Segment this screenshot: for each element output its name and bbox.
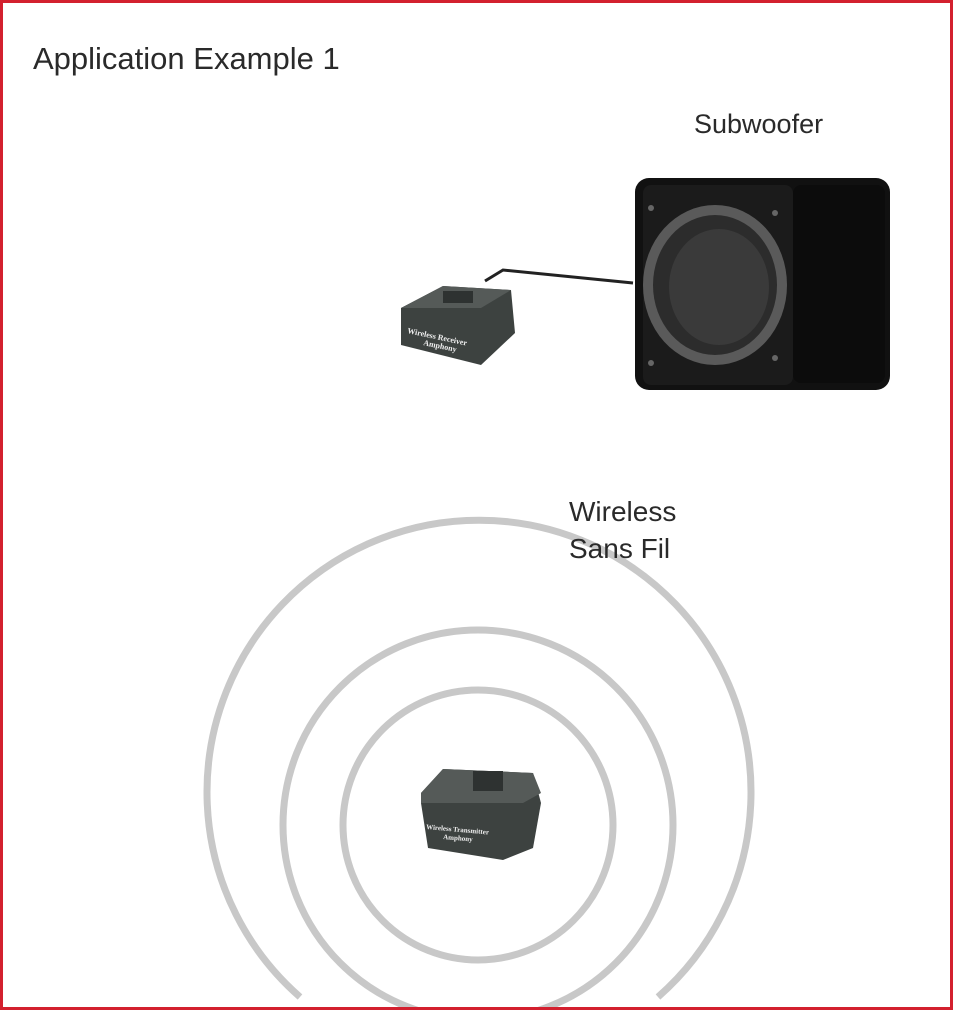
cable xyxy=(484,268,634,285)
ring-middle xyxy=(279,626,677,1007)
page-title: Application Example 1 xyxy=(33,41,340,76)
wireless-label-en: Wireless xyxy=(569,496,677,527)
wireless-label: Wireless Sans Fil xyxy=(569,493,676,567)
subwoofer-label: Subwoofer xyxy=(694,109,824,139)
diagram-art: Wireless Receiver Amphony Wireless Trans… xyxy=(203,178,890,1007)
wireless-label-fr: Sans Fil xyxy=(569,533,671,564)
subwoofer-image xyxy=(635,178,890,390)
wireless-receiver-image: Wireless Receiver Amphony xyxy=(401,286,515,365)
wireless-transmitter-image: Wireless Transmitter Amphony xyxy=(421,769,541,860)
transmitter-brand: Amphony xyxy=(443,833,474,844)
ring-outer xyxy=(203,516,755,1000)
wireless-rings xyxy=(203,516,755,1007)
ring-inner xyxy=(339,686,617,964)
